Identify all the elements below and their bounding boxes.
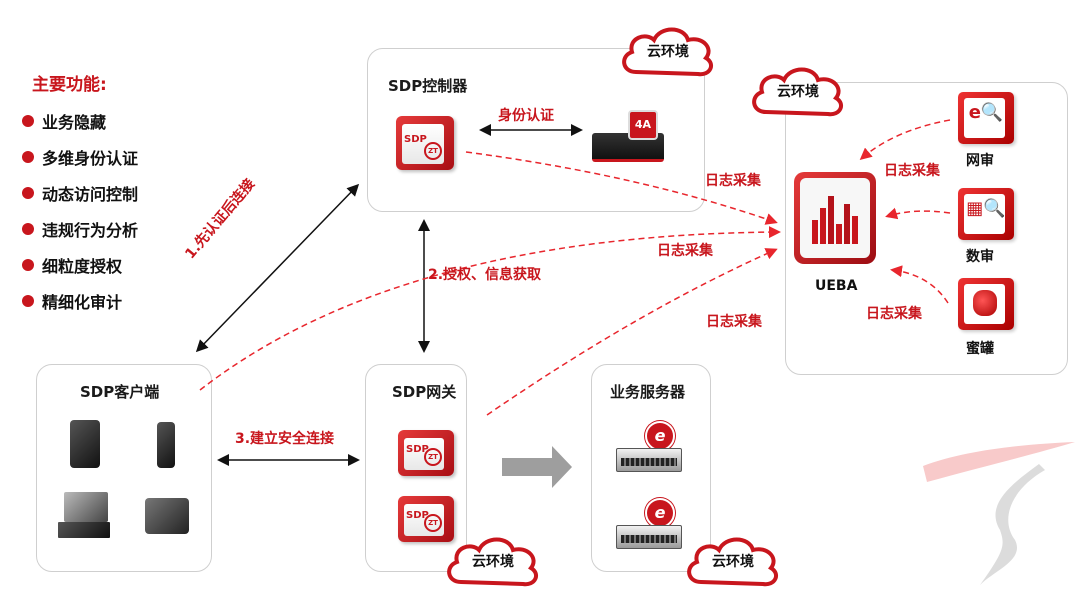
tablet-icon xyxy=(145,498,189,534)
honeypot-label: 蜜罐 xyxy=(966,341,994,357)
bullet-icon xyxy=(22,295,34,307)
features-list: 业务隐藏 多维身份认证 动态访问控制 违规行为分析 细粒度授权 精细化审计 xyxy=(22,103,138,319)
cloud-icon: 云环境 xyxy=(618,22,718,78)
laptop-icon xyxy=(64,492,108,522)
net-audit-icon: e🔍 xyxy=(958,92,1014,144)
ie-badge-icon: e xyxy=(645,421,675,451)
log-line-client xyxy=(199,226,781,391)
features-title: 主要功能: xyxy=(32,75,107,95)
honeypot-icon xyxy=(958,278,1014,330)
step1-link xyxy=(195,183,360,353)
bar-chart-icon xyxy=(812,196,858,244)
step3-label: 3.建立安全连接 xyxy=(235,431,335,447)
forward-arrow xyxy=(502,446,572,488)
server-title: 业务服务器 xyxy=(610,383,686,401)
brand-watermark-logo xyxy=(923,442,1075,585)
feature-item: 业务隐藏 xyxy=(22,103,138,139)
feature-item: 多维身份认证 xyxy=(22,139,138,175)
log-line-netaudit xyxy=(859,119,951,160)
bullet-icon xyxy=(22,151,34,163)
net-audit-label: 网审 xyxy=(966,153,994,169)
cloud-icon: 云环境 xyxy=(748,62,848,118)
feature-item: 细粒度授权 xyxy=(22,247,138,283)
feature-item: 动态访问控制 xyxy=(22,175,138,211)
db-audit-icon: ▦🔍 xyxy=(958,188,1014,240)
controller-title: SDP控制器 xyxy=(388,77,468,95)
log-line-gateway xyxy=(486,248,778,416)
feature-item: 违规行为分析 xyxy=(22,211,138,247)
ie-badge-icon: e xyxy=(645,498,675,528)
client-title: SDP客户端 xyxy=(80,383,160,401)
bullet-icon xyxy=(22,115,34,127)
server-rack-icon xyxy=(616,448,682,472)
log-line-honeypot xyxy=(890,265,949,304)
db-audit-label: 数审 xyxy=(966,249,994,265)
laptop-base xyxy=(58,522,110,538)
step2-label: 2.授权、信息获取 xyxy=(428,267,542,283)
server-rack-icon xyxy=(616,525,682,549)
log-line-controller xyxy=(465,151,778,225)
auth-label: 身份认证 xyxy=(498,108,554,124)
ueba-title: UEBA xyxy=(815,278,858,294)
bullet-icon xyxy=(22,259,34,271)
log-label: 日志采集 xyxy=(705,173,761,189)
ueba-icon xyxy=(794,172,876,264)
feature-item: 精细化审计 xyxy=(22,283,138,319)
cloud-icon: 云环境 xyxy=(443,532,543,588)
gateway-title: SDP网关 xyxy=(392,383,457,401)
log-line-dbaudit xyxy=(885,207,951,220)
cloud-icon: 云环境 xyxy=(683,532,783,588)
log-label: 日志采集 xyxy=(657,243,713,259)
bullet-icon xyxy=(22,223,34,235)
4a-badge-icon: 4A xyxy=(628,110,658,140)
android-phone-icon xyxy=(157,422,175,468)
bullet-icon xyxy=(22,187,34,199)
log-label: 日志采集 xyxy=(884,163,940,179)
iphone-icon xyxy=(70,420,100,468)
log-label: 日志采集 xyxy=(866,306,922,322)
log-label: 日志采集 xyxy=(706,314,762,330)
